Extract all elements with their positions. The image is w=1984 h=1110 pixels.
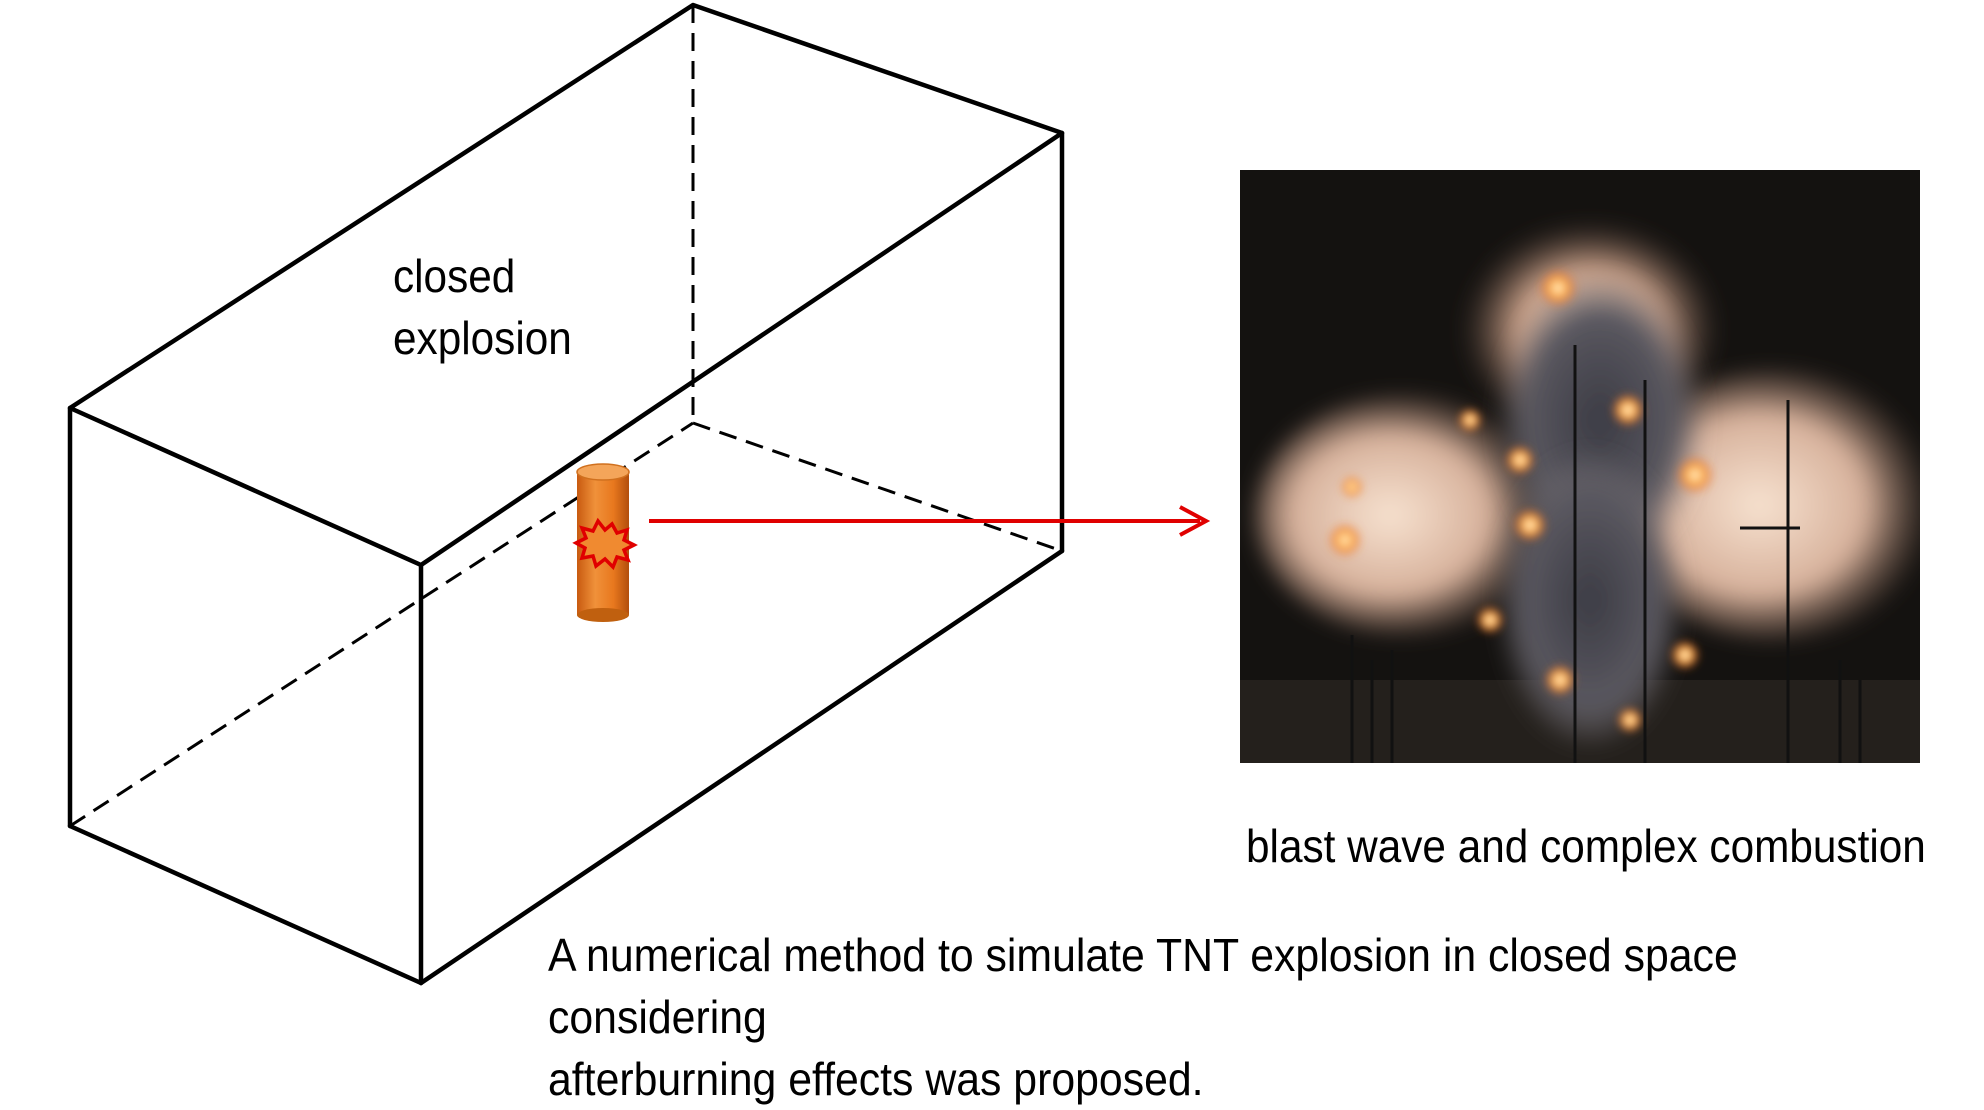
box-hidden-edges <box>69 5 1063 828</box>
photo-caption: blast wave and complex combustion <box>1246 820 1926 872</box>
charge-top <box>576 463 630 481</box>
pointer-arrow <box>649 505 1211 537</box>
charge-bottom <box>577 608 629 622</box>
box-right-bottom-edge <box>418 548 1065 986</box>
box-back-right-edge <box>692 421 1063 553</box>
burst-icon <box>572 517 638 571</box>
diagram-canvas <box>67 2 1920 986</box>
main-caption: A numerical method to simulate TNT explo… <box>548 924 1883 1110</box>
box-label-line-1: closed <box>393 250 516 302</box>
box-label-line-2: explosion <box>393 312 572 364</box>
main-caption-line-2: afterburning effects was proposed. <box>548 1053 1204 1105</box>
closed-box <box>67 2 1065 986</box>
explosion-photo <box>1240 170 1920 763</box>
arrow-head <box>1179 505 1211 537</box>
main-caption-line-1: A numerical method to simulate TNT explo… <box>548 929 1738 1043</box>
tnt-charge <box>572 463 638 622</box>
box-front-bottom-edge <box>67 823 424 986</box>
box-label: closed explosion <box>393 245 572 369</box>
